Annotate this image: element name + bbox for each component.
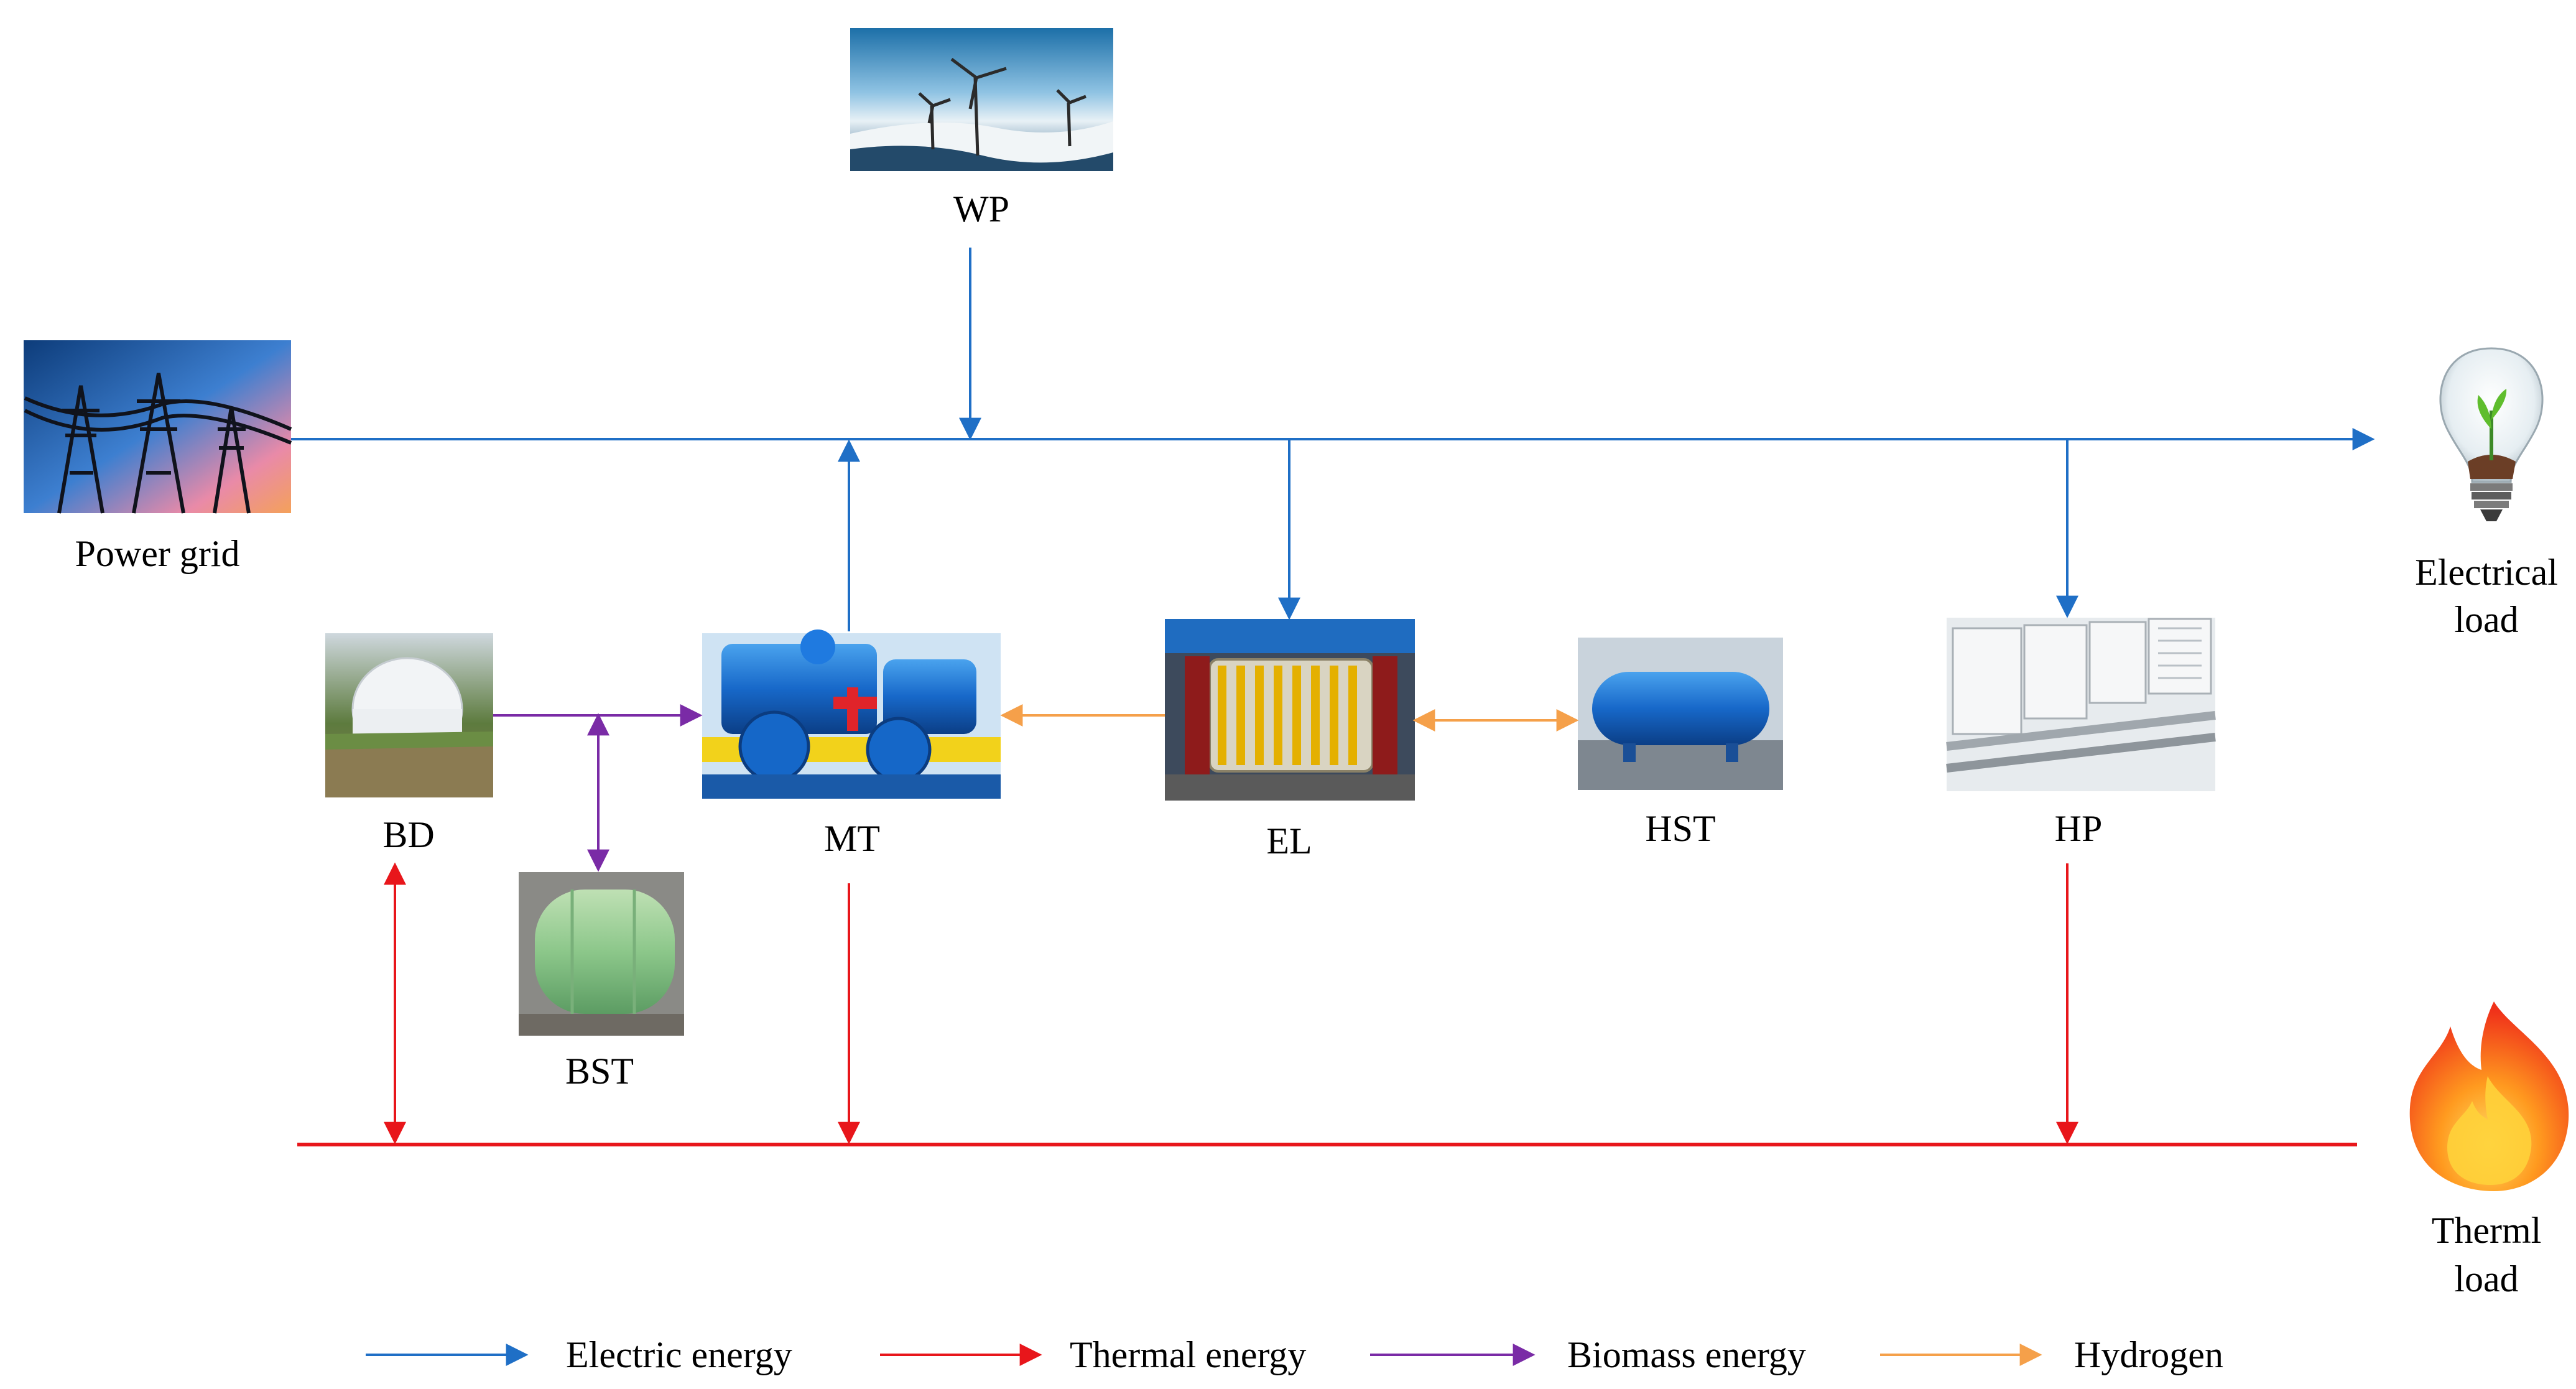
bst-label: BST [565,1051,634,1092]
legend-thermal-label: Thermal energy [1070,1334,1306,1375]
hp-label: HP [2055,808,2103,849]
thermal-load-label-line1: Therml [2432,1210,2542,1251]
flame-photo [2409,1001,2569,1191]
wind-turbine-photo [850,28,1113,171]
light-bulb-sprout-photo [2439,347,2544,521]
legend-hydrogen-label: Hydrogen [2074,1334,2223,1375]
hst-label: HST [1645,808,1715,849]
biogas-digester-photo [325,633,493,797]
electrical-load-label-line1: Electrical [2415,552,2558,593]
bd-label: BD [382,814,434,855]
el-label: EL [1266,820,1312,862]
legend-electric-label: Electric energy [566,1334,792,1375]
legend-biomass-label: Biomass energy [1567,1334,1806,1375]
power-grid-label: Power grid [75,533,240,574]
thermal-load-label-line2: load [2454,1258,2518,1299]
mt-label: MT [824,818,880,859]
micro-turbine-photo [702,629,1001,799]
transmission-tower-photo [24,340,292,514]
wp-label: WP [953,188,1009,230]
electrical-load-label-line2: load [2454,599,2518,640]
electrolyzer-photo [1165,619,1415,801]
hydrogen-tank-photo [1578,638,1783,790]
biogas-tank-photo [519,872,684,1036]
legend: Electric energy Thermal energy Biomass e… [366,1334,2223,1375]
heat-pump-photo [1946,618,2216,791]
